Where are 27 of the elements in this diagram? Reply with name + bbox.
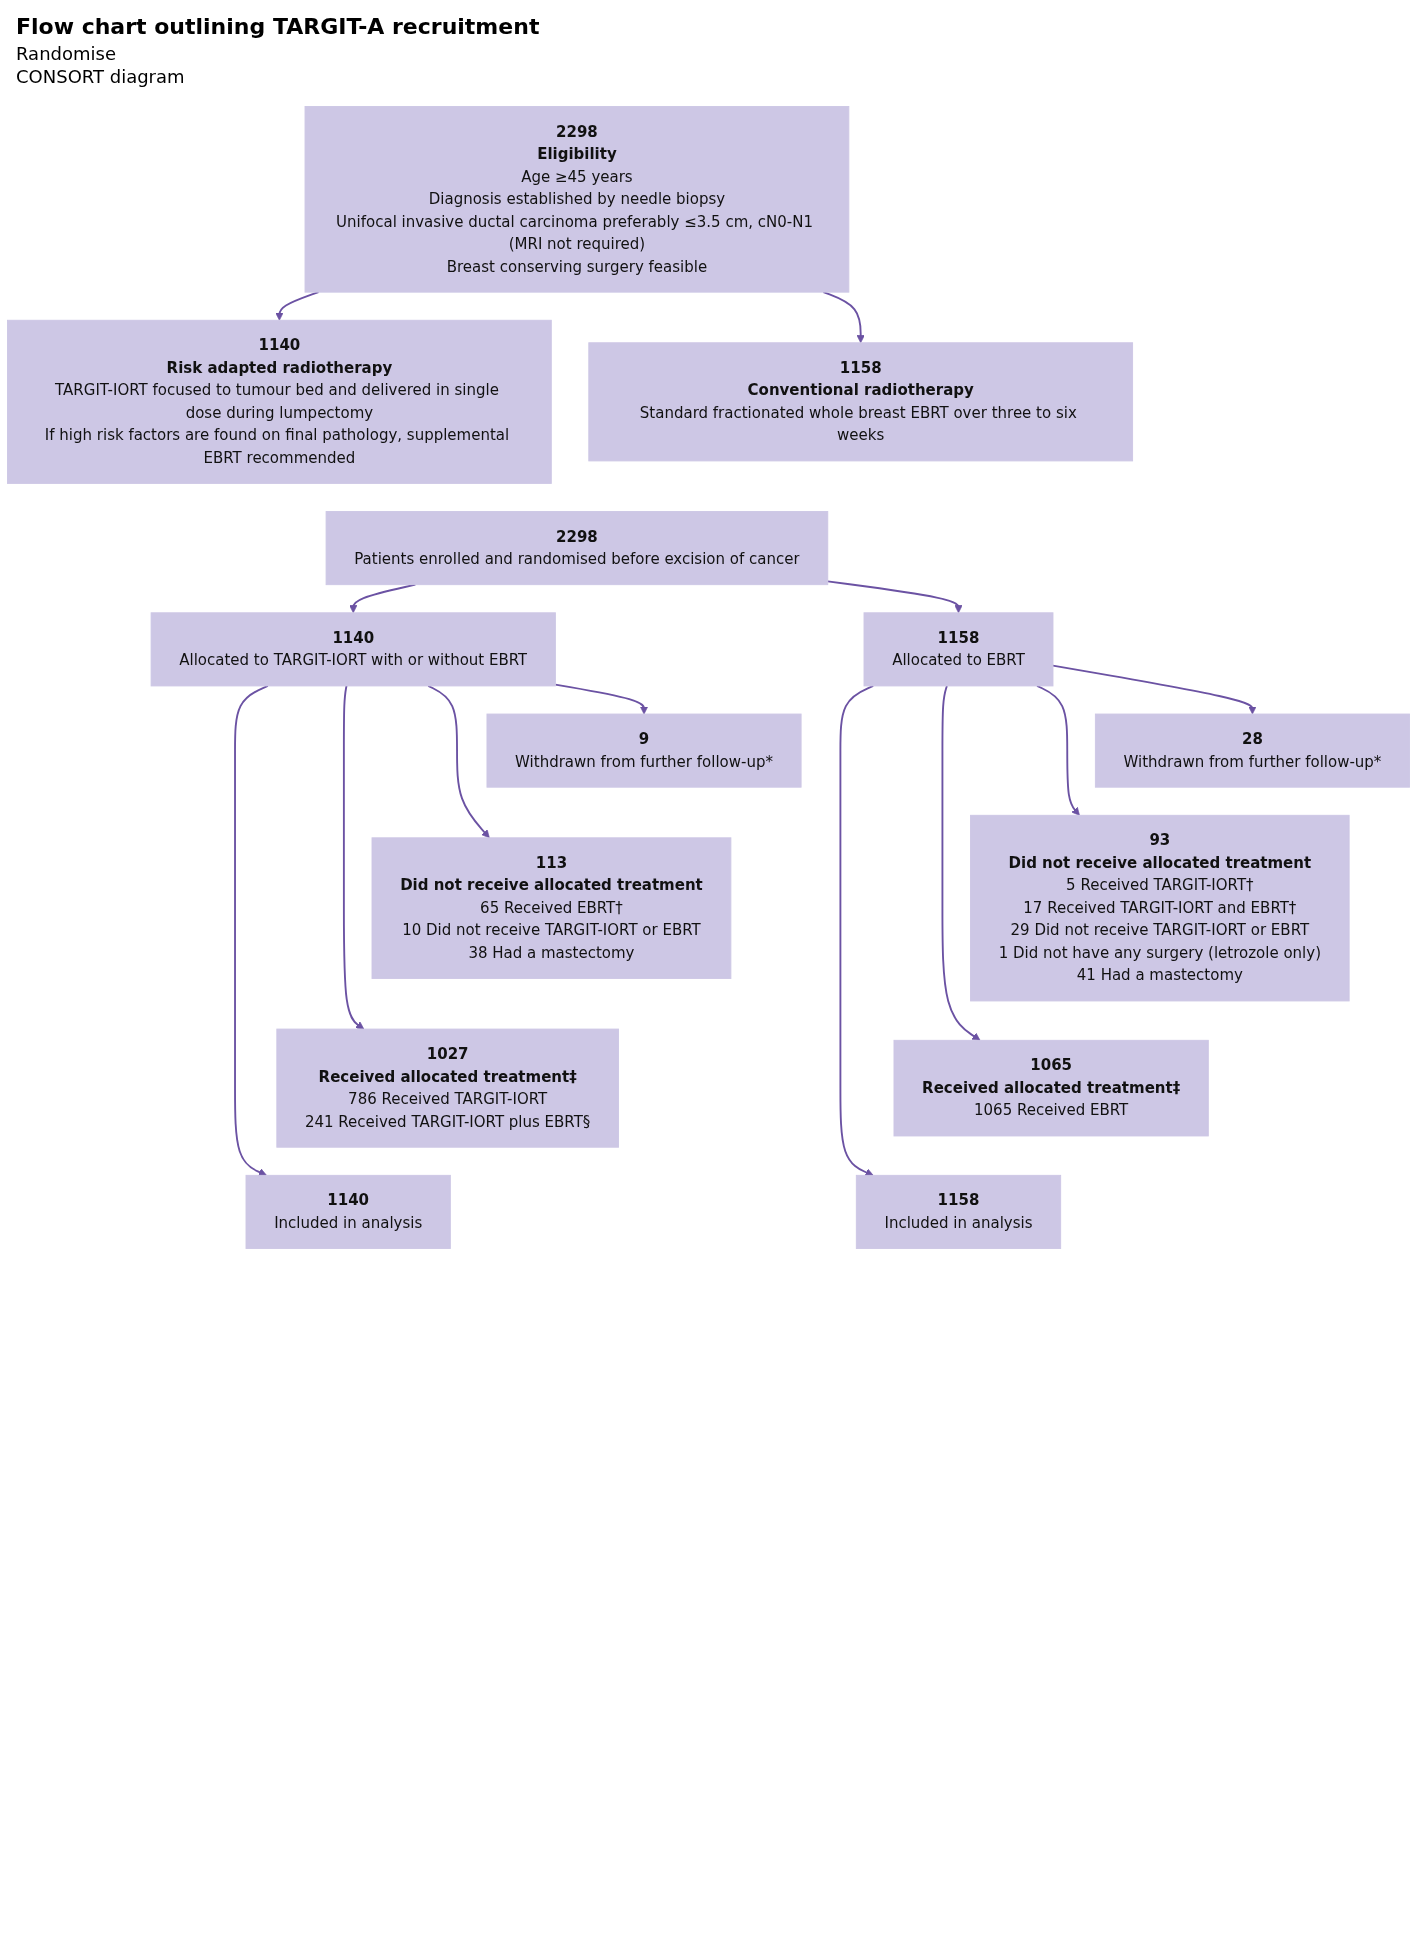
node-box: 2298 Patients enrolled and randomised before excision of cancer [325, 511, 829, 586]
node-box: 1158 Allocated to EBRT [863, 612, 1054, 687]
node-box: 1140 Included in analysis [245, 1174, 451, 1249]
arrow [554, 683, 649, 715]
arrow [1052, 664, 1257, 715]
arrow [234, 684, 269, 1177]
node-box: 28 Withdrawn from further follow-up* [1094, 713, 1410, 788]
arrow [839, 684, 875, 1177]
node-box: 1158 Conventional radiotherapy Standard fractionated whole breast EBRT over three to six weeks [588, 342, 1134, 462]
diagram-title: Flow chart outlining TARGIT-A recruitment [16, 14, 541, 39]
node-box: 93 Did not receive allocated treatment 5 Received TARGIT-IORT† 17 Received TARGIT-IORT and EBRT† 29 Did not receive TARGIT-IORT or EBRT 1 Did not have any surgery (letrozole only) 41 Had a mastectomy [970, 814, 1350, 1002]
arrow [427, 684, 490, 839]
node-box: 1140 Allocated to TARGIT-IORT with or without EBRT [150, 612, 556, 687]
node-box: 1140 Risk adapted radiotherapy TARGIT-IORT focused to tumour bed and delivered in single dose during lumpectomy If high risk factors are found on final pathology, supplemental EBRT recommended [7, 319, 552, 484]
note-label: Randomise [16, 43, 117, 64]
note-label: CONSORT diagram [16, 66, 186, 87]
node-box: 9 Withdrawn from further follow-up* [486, 713, 802, 788]
node-box: 1158 Included in analysis [855, 1174, 1062, 1249]
arrow [1036, 684, 1080, 816]
node-box: 113 Did not receive allocated treatment 65 Received EBRT† 10 Did not receive TARGIT-IORT or EBRT 38 Had a mastectomy [371, 837, 732, 979]
node-box: 1065 Received allocated treatment‡ 1065 Received EBRT [893, 1039, 1209, 1137]
arrow [275, 291, 320, 321]
node-box: 2298 Eligibility Age ≥45 years Diagnosis established by needle biopsy Unifocal invasive ductal carcinoma preferably ≤3.5 cm, cN0-N1 (MRI not required) Breast conserving surgery feasible [304, 106, 850, 293]
arrow [826, 580, 963, 614]
arrow [941, 684, 981, 1041]
arrow [342, 684, 365, 1030]
node-box: 1027 Received allocated treatment‡ 786 Received TARGIT-IORT 241 Received TARGIT-IORT plus EBRT§ [276, 1028, 619, 1148]
